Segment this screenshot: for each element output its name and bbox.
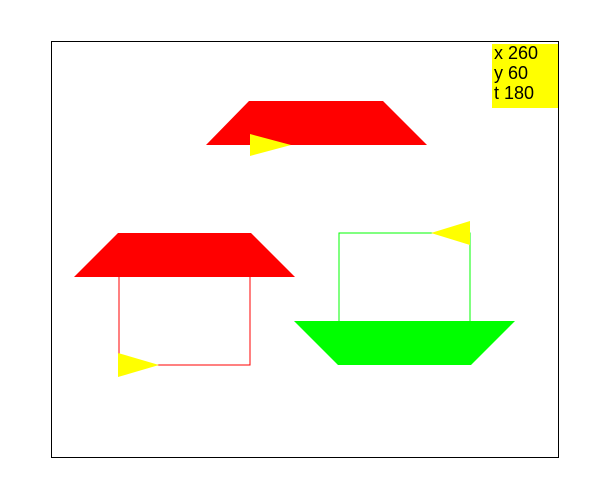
heading-label: t 180 — [494, 83, 535, 103]
coords-panel-bg — [492, 44, 558, 108]
drawing-surface — [74, 44, 558, 377]
y-coordinate-label: y 60 — [494, 63, 529, 83]
top-turtle-icon — [250, 134, 291, 156]
x-coordinate-label: x 260 — [494, 43, 539, 63]
right-turtle-icon — [431, 221, 470, 245]
turtle-coordinates-readout: x 260 y 60 t 180 — [491, 43, 557, 107]
right-boat-hull — [294, 321, 515, 365]
left-house-roof — [74, 233, 295, 277]
turtle-canvas[interactable] — [51, 41, 559, 458]
left-house-walls — [118, 277, 251, 366]
left-turtle-icon — [118, 353, 159, 377]
top-red-roof — [206, 101, 427, 145]
right-boat-mast — [338, 232, 471, 321]
